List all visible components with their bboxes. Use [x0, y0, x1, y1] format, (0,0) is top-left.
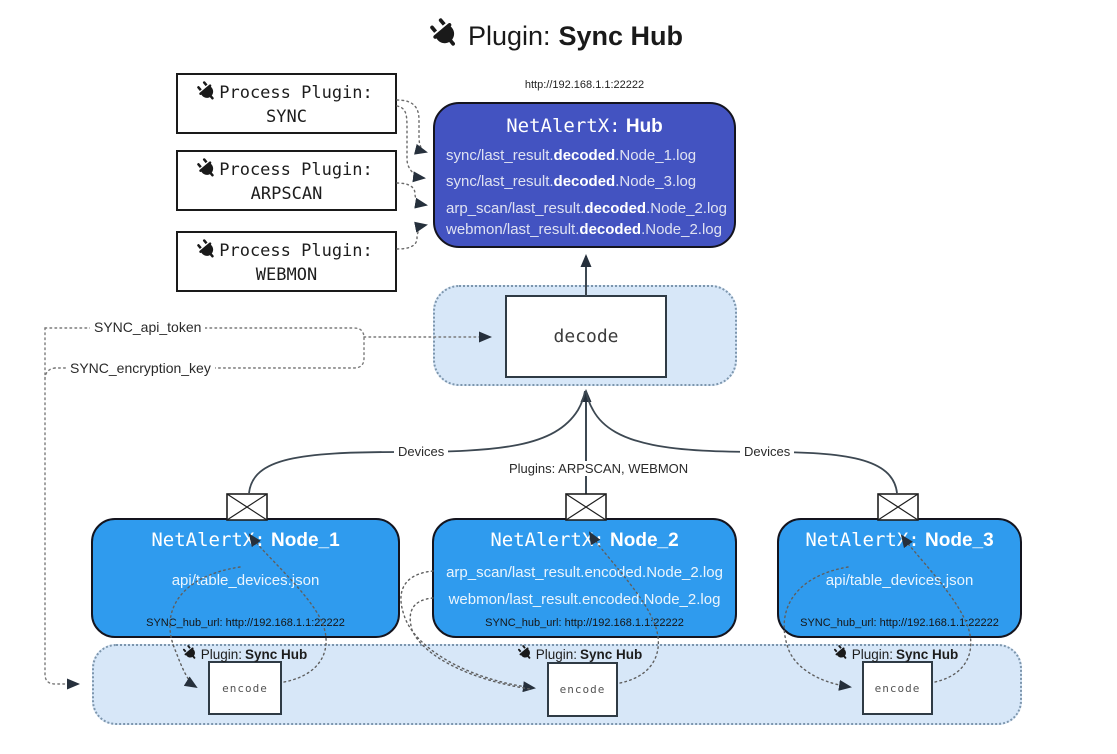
process-plugin-label: Process Plugin: [219, 241, 373, 261]
node-title: NetAlertX: Node_3 [805, 529, 994, 551]
plug-icon [194, 236, 223, 266]
page-title: Plugin: Sync Hub [0, 18, 1117, 55]
title-name: Sync Hub [558, 21, 684, 51]
node-file-line: api/table_devices.json [171, 572, 320, 589]
hub-log-line: webmon/last_result.decoded.Node_2.log [446, 221, 722, 238]
plug-icon [425, 14, 469, 59]
node-2-box: NetAlertX: Node_2 arp_scan/last_result.e… [432, 518, 737, 638]
encode-box-2: encode [547, 662, 618, 717]
node-file-line: arp_scan/last_result.encoded.Node_2.log [446, 564, 723, 581]
edge-sync-to-log1 [396, 99, 428, 155]
envelope-icon [877, 493, 919, 521]
sync-api-token-label: SYNC_api_token [90, 319, 206, 335]
encode-plugin-label: Plugin: Sync Hub [833, 645, 958, 663]
plugins-arpscan-webmon-label: Plugins: ARPSCAN, WEBMON [505, 461, 693, 476]
process-plugin-name: WEBMON [255, 264, 318, 285]
process-plugin-name: SYNC [266, 106, 307, 127]
encode-plugin-label: Plugin: Sync Hub [517, 645, 642, 663]
envelope-icons [226, 493, 919, 521]
encode-box-1: encode [208, 661, 282, 715]
decode-box: decode [505, 295, 667, 378]
process-plugin-label: Process Plugin: [219, 160, 373, 180]
node-title: NetAlertX: Node_2 [490, 529, 679, 551]
edge-node1-devices [248, 390, 586, 494]
hub-title: NetAlertX: Hub [435, 115, 734, 138]
envelope-icon [565, 493, 607, 521]
node-hub-url: SYNC_hub_url: http://192.168.1.1:22222 [485, 617, 684, 629]
node-3-box: NetAlertX: Node_3 api/table_devices.json… [777, 518, 1022, 638]
plug-icon [194, 78, 223, 108]
encode-box-3: encode [862, 661, 933, 715]
edge-key-to-encoders [44, 327, 80, 690]
edge-arpscan-to-log3 [396, 182, 428, 209]
hub-title-prefix: NetAlertX: [506, 115, 621, 137]
plug-icon [194, 155, 223, 185]
edge-encryption-corner [44, 367, 56, 379]
process-plugin-name: ARPSCAN [250, 183, 323, 204]
node-hub-url: SYNC_hub_url: http://192.168.1.1:22222 [146, 617, 345, 629]
process-plugin-label: Process Plugin: [219, 83, 373, 103]
hub-box: NetAlertX: Hub sync/last_result.decoded.… [433, 102, 736, 248]
process-plugin-box-arpscan: Process Plugin: ARPSCAN [176, 150, 397, 211]
envelope-icon [226, 493, 268, 521]
node-file-line: webmon/last_result.encoded.Node_2.log [448, 591, 721, 608]
sync-encryption-key-label: SYNC_encryption_key [66, 360, 215, 376]
hub-log-line: sync/last_result.decoded.Node_3.log [446, 173, 697, 190]
node-hub-url: SYNC_hub_url: http://192.168.1.1:22222 [800, 617, 999, 629]
title-label: Plugin: [467, 21, 551, 51]
node-1-box: NetAlertX: Node_1 api/table_devices.json… [91, 518, 400, 638]
hub-log-line: arp_scan/last_result.decoded.Node_2.log [446, 200, 727, 217]
node-file-line: api/table_devices.json [825, 572, 974, 589]
edge-webmon-to-log4 [396, 221, 428, 250]
hub-url: http://192.168.1.1:22222 [524, 79, 645, 91]
hub-title-name: Hub [625, 116, 663, 137]
devices-label-left: Devices [394, 444, 449, 459]
process-plugin-box-sync: Process Plugin: SYNC [176, 73, 397, 134]
edge-node3-devices [585, 390, 898, 494]
hub-log-line: sync/last_result.decoded.Node_1.log [446, 147, 697, 164]
edge-sync-to-log2 [396, 105, 426, 183]
process-plugin-box-webmon: Process Plugin: WEBMON [176, 231, 397, 292]
encode-plugin-label: Plugin: Sync Hub [182, 645, 307, 663]
node-title: NetAlertX: Node_1 [151, 529, 340, 551]
devices-label-right: Devices [740, 444, 795, 459]
